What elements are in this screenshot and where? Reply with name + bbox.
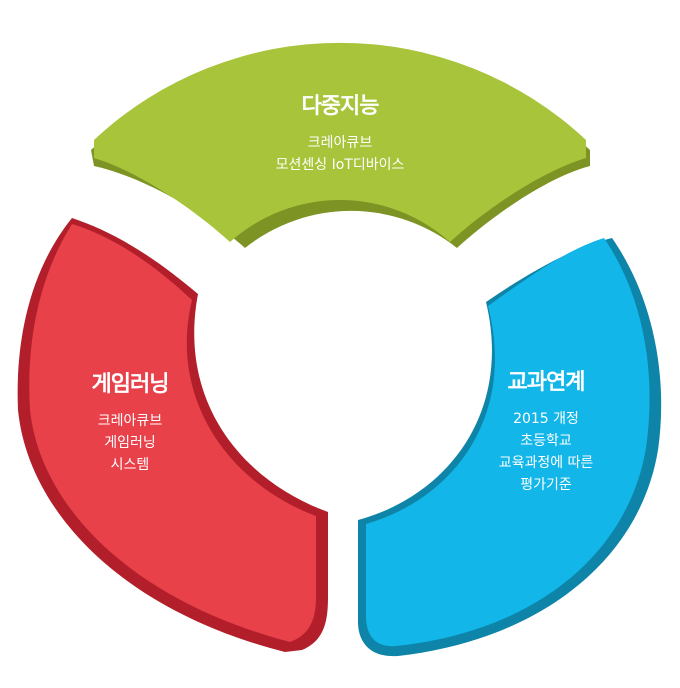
segment-top-line: 모션센싱 IoT디바이스 (275, 157, 405, 173)
segment-top (91, 42, 590, 248)
segment-right-line: 평가기준 (520, 477, 572, 493)
segment-left-text: 게임러닝 크레아큐브 게임러닝 시스템 (42, 366, 218, 476)
segment-left-line: 크레아큐브 (97, 413, 163, 429)
segment-left (17, 218, 328, 652)
segment-left-line: 시스템 (110, 457, 150, 473)
segment-left-face (29, 224, 317, 642)
segment-top-face (94, 42, 586, 242)
segment-right-text: 교과연계 2015 개정 초등학교 교육과정에 따른 평가기준 (452, 364, 640, 496)
segment-left-line: 게임러닝 (104, 435, 156, 451)
segment-right-face (366, 238, 650, 647)
segment-top-text: 다중지능 크레아큐브 모션센싱 IoT디바이스 (220, 88, 460, 176)
segment-right (358, 238, 662, 657)
segment-right-line: 2015 개정 (513, 411, 579, 427)
segment-top-line: 크레아큐브 (307, 135, 373, 151)
segment-top-title: 다중지능 (301, 94, 380, 119)
segment-right-line: 교육과정에 따른 (498, 455, 594, 471)
segment-right-line: 초등학교 (520, 433, 572, 449)
segment-left-title: 게임러닝 (91, 372, 170, 397)
segment-right-title: 교과연계 (507, 370, 586, 395)
